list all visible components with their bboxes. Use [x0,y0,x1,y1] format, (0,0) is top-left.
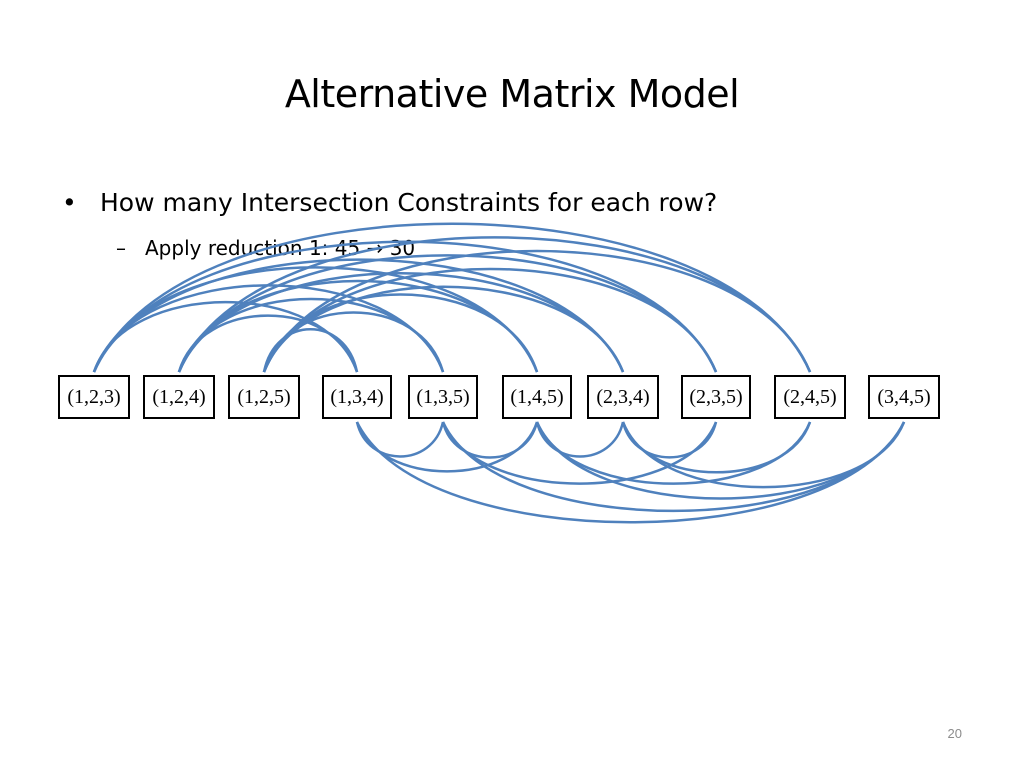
node-box [587,375,659,419]
constraint-edge-0-6 [92,258,625,373]
node-9: (3,4,5) [868,375,940,419]
bullet-text: How many Intersection Constraints for ea… [100,188,718,217]
node-label: (1,3,5) [416,386,469,408]
node-label: (1,3,4) [330,386,383,408]
node-box [774,375,846,419]
constraint-edge-2-5 [262,293,539,373]
constraint-edge-6-7 [621,421,718,459]
node-label: (1,4,5) [510,386,563,408]
node-6: (2,3,4) [587,375,659,419]
node-label: (2,3,5) [689,386,742,408]
constraint-edge-6-8 [621,421,812,474]
node-8: (2,4,5) [774,375,846,419]
node-label: (2,4,5) [783,386,836,408]
bullet-item: • How many Intersection Constraints for e… [62,188,717,217]
constraint-edge-2-8 [262,249,812,373]
constraint-edge-2-7 [262,267,718,373]
constraint-edge-5-9 [535,421,906,500]
bullet-dot: • [62,188,77,217]
node-7: (2,3,5) [681,375,751,419]
node-5: (1,4,5) [502,375,572,419]
node-box [58,375,130,419]
nodes-layer: (1,2,3) (1,2,4) (1,2,5) (1,3,4) (1,3,5) (1,4,… [58,375,940,419]
constraint-edge-5-6 [535,421,625,458]
slide-title: Alternative Matrix Model [284,72,740,116]
node-box [502,375,572,419]
constraint-edge-1-7 [177,254,718,373]
node-box [322,375,392,419]
constraint-edge-2-6 [262,285,625,373]
constraint-edge-1-5 [177,279,539,373]
node-box [408,375,478,419]
node-1: (1,2,4) [143,375,215,419]
constraint-edge-3-4 [355,421,445,458]
node-label: (2,3,4) [596,386,649,408]
node-2: (1,2,5) [228,375,300,419]
node-label: (1,2,4) [152,386,205,408]
node-0: (1,2,3) [58,375,130,419]
node-label: (1,2,5) [237,386,290,408]
edges-layer [92,222,906,524]
constraint-edge-4-5 [441,421,539,459]
constraint-edge-4-7 [441,421,718,485]
page-number: 20 [947,726,962,741]
node-box [143,375,215,419]
node-label: (1,2,3) [67,386,120,408]
node-box [681,375,751,419]
node-3: (1,3,4) [322,375,392,419]
constraint-edge-1-4 [177,297,445,373]
node-4: (1,3,5) [408,375,478,419]
node-box [868,375,940,419]
node-label: (3,4,5) [877,386,930,408]
constraint-edge-5-8 [535,421,812,485]
constraint-edge-2-3 [262,327,359,373]
constraint-edge-6-9 [621,421,906,489]
node-box [228,375,300,419]
sub-bullet-dash: – [116,236,126,260]
